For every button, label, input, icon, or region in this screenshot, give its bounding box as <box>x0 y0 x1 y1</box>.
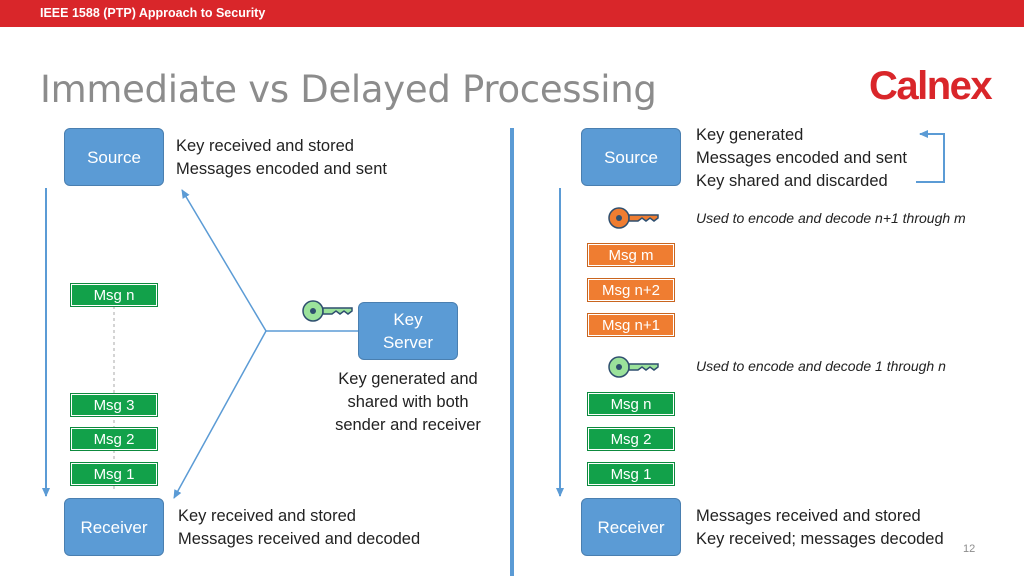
left-source-line: Messages encoded and sent <box>176 160 387 178</box>
left-receiver-line: Messages received and decoded <box>178 530 421 548</box>
right-source-box: Source <box>581 128 681 186</box>
left-source-line: Key received and stored <box>176 137 354 155</box>
right-source-text: Key generated Messages encoded and sent … <box>696 124 907 193</box>
key-server-line: shared with both <box>347 393 469 411</box>
left-source-text: Key received and stored Messages encoded… <box>176 135 387 181</box>
key-server-label: Key <box>393 310 423 329</box>
right-msg-2: Msg 2 <box>587 427 675 451</box>
right-receiver-text: Messages received and stored Key receive… <box>696 505 944 551</box>
right-receiver-label: Receiver <box>597 517 665 537</box>
left-msg-1: Msg 1 <box>70 462 158 486</box>
right-msg-m: Msg m <box>587 243 675 267</box>
right-msg-n: Msg n <box>587 392 675 416</box>
key-icon <box>302 300 353 322</box>
key-server-box: Key Server <box>358 302 458 360</box>
key1-note: Used to encode and decode n+1 through m <box>696 210 966 226</box>
slide-title: Immediate vs Delayed Processing <box>40 68 657 111</box>
junction-to-receiver-arrow <box>173 330 267 499</box>
left-source-label: Source <box>87 147 141 167</box>
right-source-label: Source <box>604 147 658 167</box>
junction-to-source-arrow <box>181 189 267 332</box>
right-receiver-line: Messages received and stored <box>696 507 921 525</box>
left-msg-2: Msg 2 <box>70 427 158 451</box>
right-receiver-line: Key received; messages decoded <box>696 530 944 548</box>
right-receiver-box: Receiver <box>581 498 681 556</box>
right-msg-1: Msg 1 <box>587 462 675 486</box>
key2-note: Used to encode and decode 1 through n <box>696 358 946 374</box>
key-server-line: Key generated and <box>338 370 478 388</box>
right-source-line: Messages encoded and sent <box>696 149 907 167</box>
key-icon <box>608 207 659 229</box>
left-receiver-label: Receiver <box>80 517 148 537</box>
left-receiver-line: Key received and stored <box>178 507 356 525</box>
right-source-line: Key shared and discarded <box>696 172 888 190</box>
banner-text: IEEE 1588 (PTP) Approach to Security <box>40 6 266 20</box>
left-receiver-text: Key received and stored Messages receive… <box>178 505 420 551</box>
right-msg-n-plus-1: Msg n+1 <box>587 313 675 337</box>
loop-bracket-arrow <box>916 130 945 183</box>
calnex-logo: Calnex <box>869 64 993 108</box>
left-msg-n: Msg n <box>70 283 158 307</box>
key-server-line: sender and receiver <box>335 416 481 434</box>
key-server-label: Server <box>382 333 434 352</box>
key-icon <box>608 356 659 378</box>
header-banner: IEEE 1588 (PTP) Approach to Security <box>0 0 1024 27</box>
page-number: 12 <box>963 543 976 555</box>
left-source-box: Source <box>64 128 164 186</box>
right-msg-n-plus-2: Msg n+2 <box>587 278 675 302</box>
right-source-line: Key generated <box>696 126 804 144</box>
key-server-text: Key generated and shared with both sende… <box>318 368 498 437</box>
left-receiver-box: Receiver <box>64 498 164 556</box>
left-msg-3: Msg 3 <box>70 393 158 417</box>
